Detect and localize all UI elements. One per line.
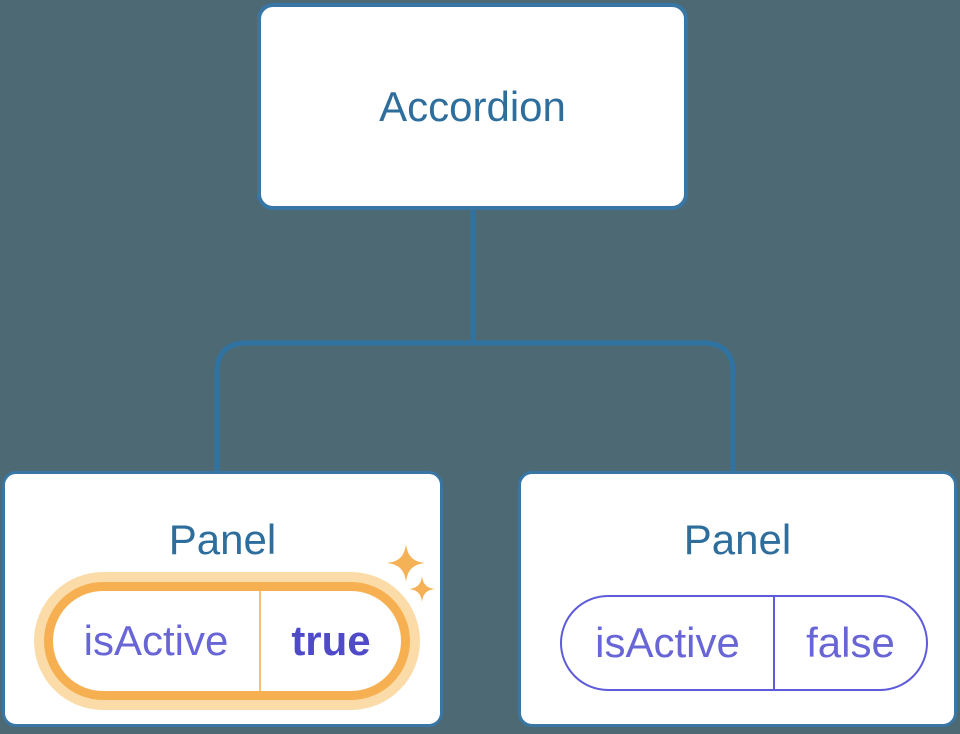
state-key-label: isActive: [83, 617, 229, 664]
sparkle-icon: [409, 576, 435, 602]
state-pill-divider: [259, 591, 261, 691]
sparkle-icon: [387, 544, 425, 582]
state-value-label: true: [291, 617, 371, 664]
panel-component-node-inactive: Panel isActive false: [518, 471, 957, 727]
state-value-label: false: [806, 619, 895, 666]
state-pill-divider: [773, 597, 775, 689]
state-pill-inactive: isActive false: [560, 595, 928, 691]
panel-node-label: Panel: [168, 516, 277, 563]
state-pill-active: isActive true: [44, 582, 410, 700]
accordion-component-node: Accordion: [257, 3, 688, 210]
accordion-node-label: Accordion: [379, 82, 566, 130]
state-key-label: isActive: [595, 619, 740, 666]
panel-component-node-active: Panel isActive true: [2, 471, 443, 727]
panel-node-label: Panel: [683, 516, 792, 563]
